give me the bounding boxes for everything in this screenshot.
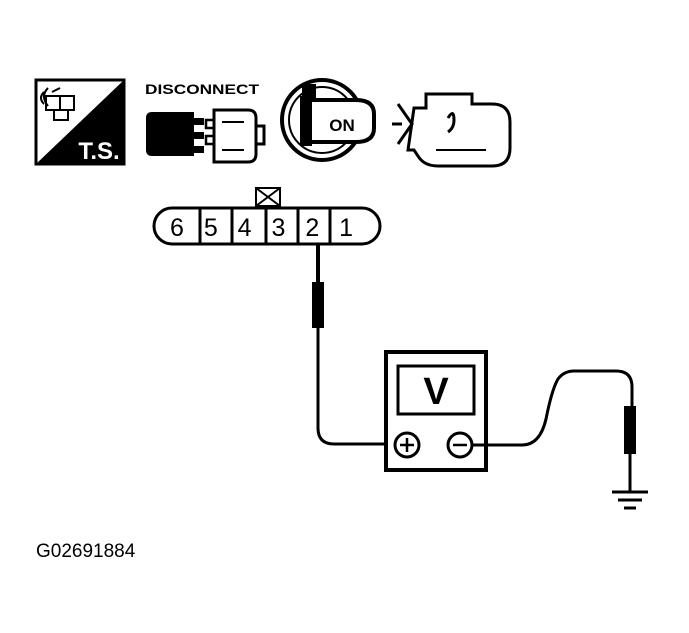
positive-probe [312, 244, 324, 430]
connector-pin-5: 5 [204, 214, 218, 242]
ignition-on-label: ON [329, 116, 355, 135]
connector-pin-1: 1 [339, 214, 353, 242]
negative-lead [472, 369, 634, 447]
troubleshooting-icon: T.S. [34, 78, 126, 166]
connector-pin-3: 3 [271, 214, 285, 242]
connector-lock-icon [255, 187, 281, 207]
ground-icon [612, 490, 648, 510]
connector-pin-2: 2 [305, 214, 319, 242]
negative-probe [624, 406, 636, 492]
voltmeter: V + − [384, 350, 488, 472]
figure-id: G02691884 [36, 541, 136, 562]
positive-lead [316, 427, 386, 446]
ignition-on-icon: ON [280, 78, 376, 162]
voltmeter-display: V [423, 371, 449, 413]
ts-label: T.S. [78, 138, 119, 165]
disconnect-icon: DISCONNECT [145, 81, 266, 164]
disconnect-label: DISCONNECT [145, 81, 260, 97]
tester-glyph-icon [40, 87, 75, 121]
connector-pin-4: 4 [238, 214, 252, 242]
engine-icon [392, 92, 512, 168]
connector-pin-6: 6 [170, 214, 184, 242]
